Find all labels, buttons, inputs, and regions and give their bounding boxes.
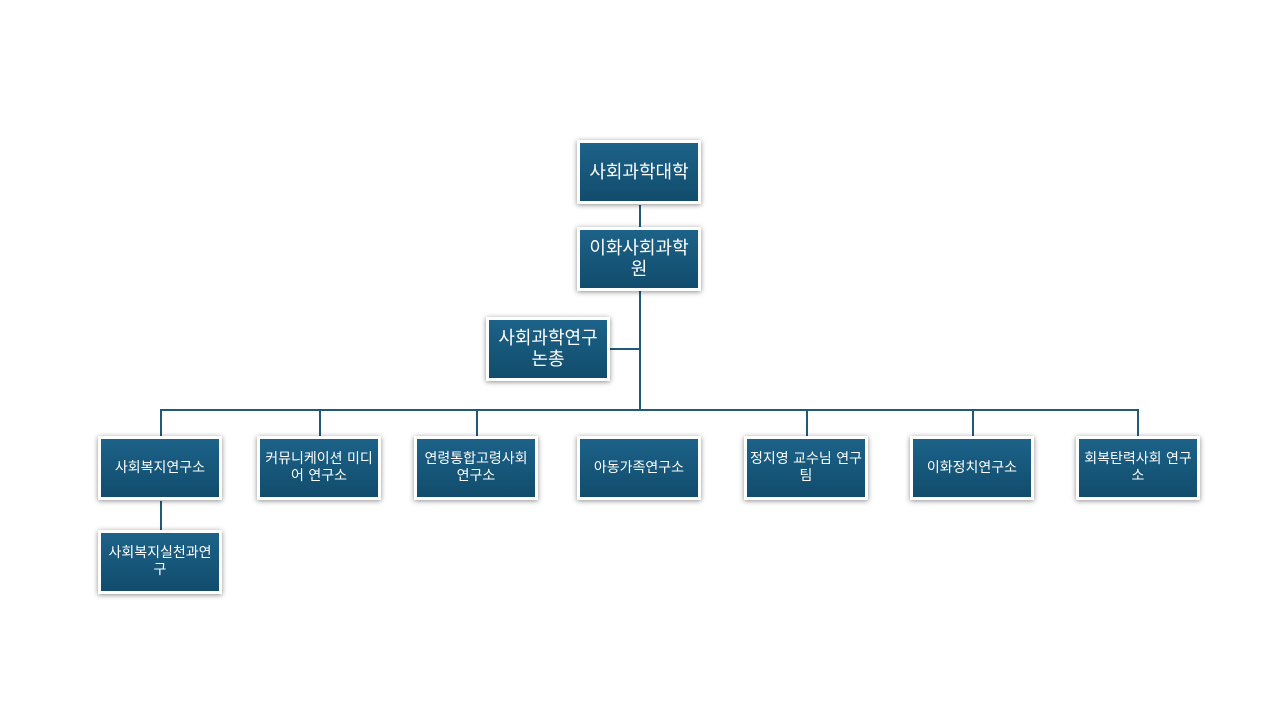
node-center[interactable]: 연령통합고령사회연구소	[414, 436, 538, 500]
node-assistant[interactable]: 사회과학연구논총	[486, 317, 610, 381]
node-label: 커뮤니케이션 미디어 연구소	[265, 451, 373, 484]
node-label: 사회복지연구소	[114, 459, 206, 476]
node-label: 사회과학연구논총	[498, 328, 598, 370]
node-label: 사회과학대학	[589, 161, 689, 183]
connector-line	[806, 409, 808, 437]
node-label: 회복탄력사회 연구소	[1084, 451, 1192, 484]
connector-line	[319, 409, 321, 437]
connector-line	[639, 205, 641, 411]
node-center[interactable]: 사회복지연구소	[98, 436, 222, 500]
node-center[interactable]: 아동가족연구소	[577, 436, 701, 500]
node-label: 이화사회과학원	[589, 238, 689, 280]
node-label: 정지영 교수님 연구팀	[750, 451, 862, 484]
connector-line	[160, 409, 1139, 411]
connector-line	[160, 409, 162, 437]
node-center[interactable]: 회복탄력사회 연구소	[1076, 436, 1200, 500]
node-label: 사회복지실천과연구	[108, 545, 212, 578]
connector-line	[610, 348, 640, 350]
connector-line	[972, 409, 974, 437]
connector-line	[476, 409, 478, 437]
node-label: 아동가족연구소	[593, 459, 685, 476]
connector-line	[160, 501, 162, 531]
node-center[interactable]: 커뮤니케이션 미디어 연구소	[257, 436, 381, 500]
node-root[interactable]: 사회과학대학	[577, 140, 701, 204]
node-center[interactable]: 정지영 교수님 연구팀	[744, 436, 868, 500]
node-sub-center[interactable]: 사회복지실천과연구	[98, 530, 222, 594]
node-center[interactable]: 이화정치연구소	[910, 436, 1034, 500]
connector-line	[1137, 409, 1139, 437]
node-institute[interactable]: 이화사회과학원	[577, 227, 701, 291]
node-label: 연령통합고령사회연구소	[424, 451, 528, 484]
node-label: 이화정치연구소	[926, 459, 1018, 476]
